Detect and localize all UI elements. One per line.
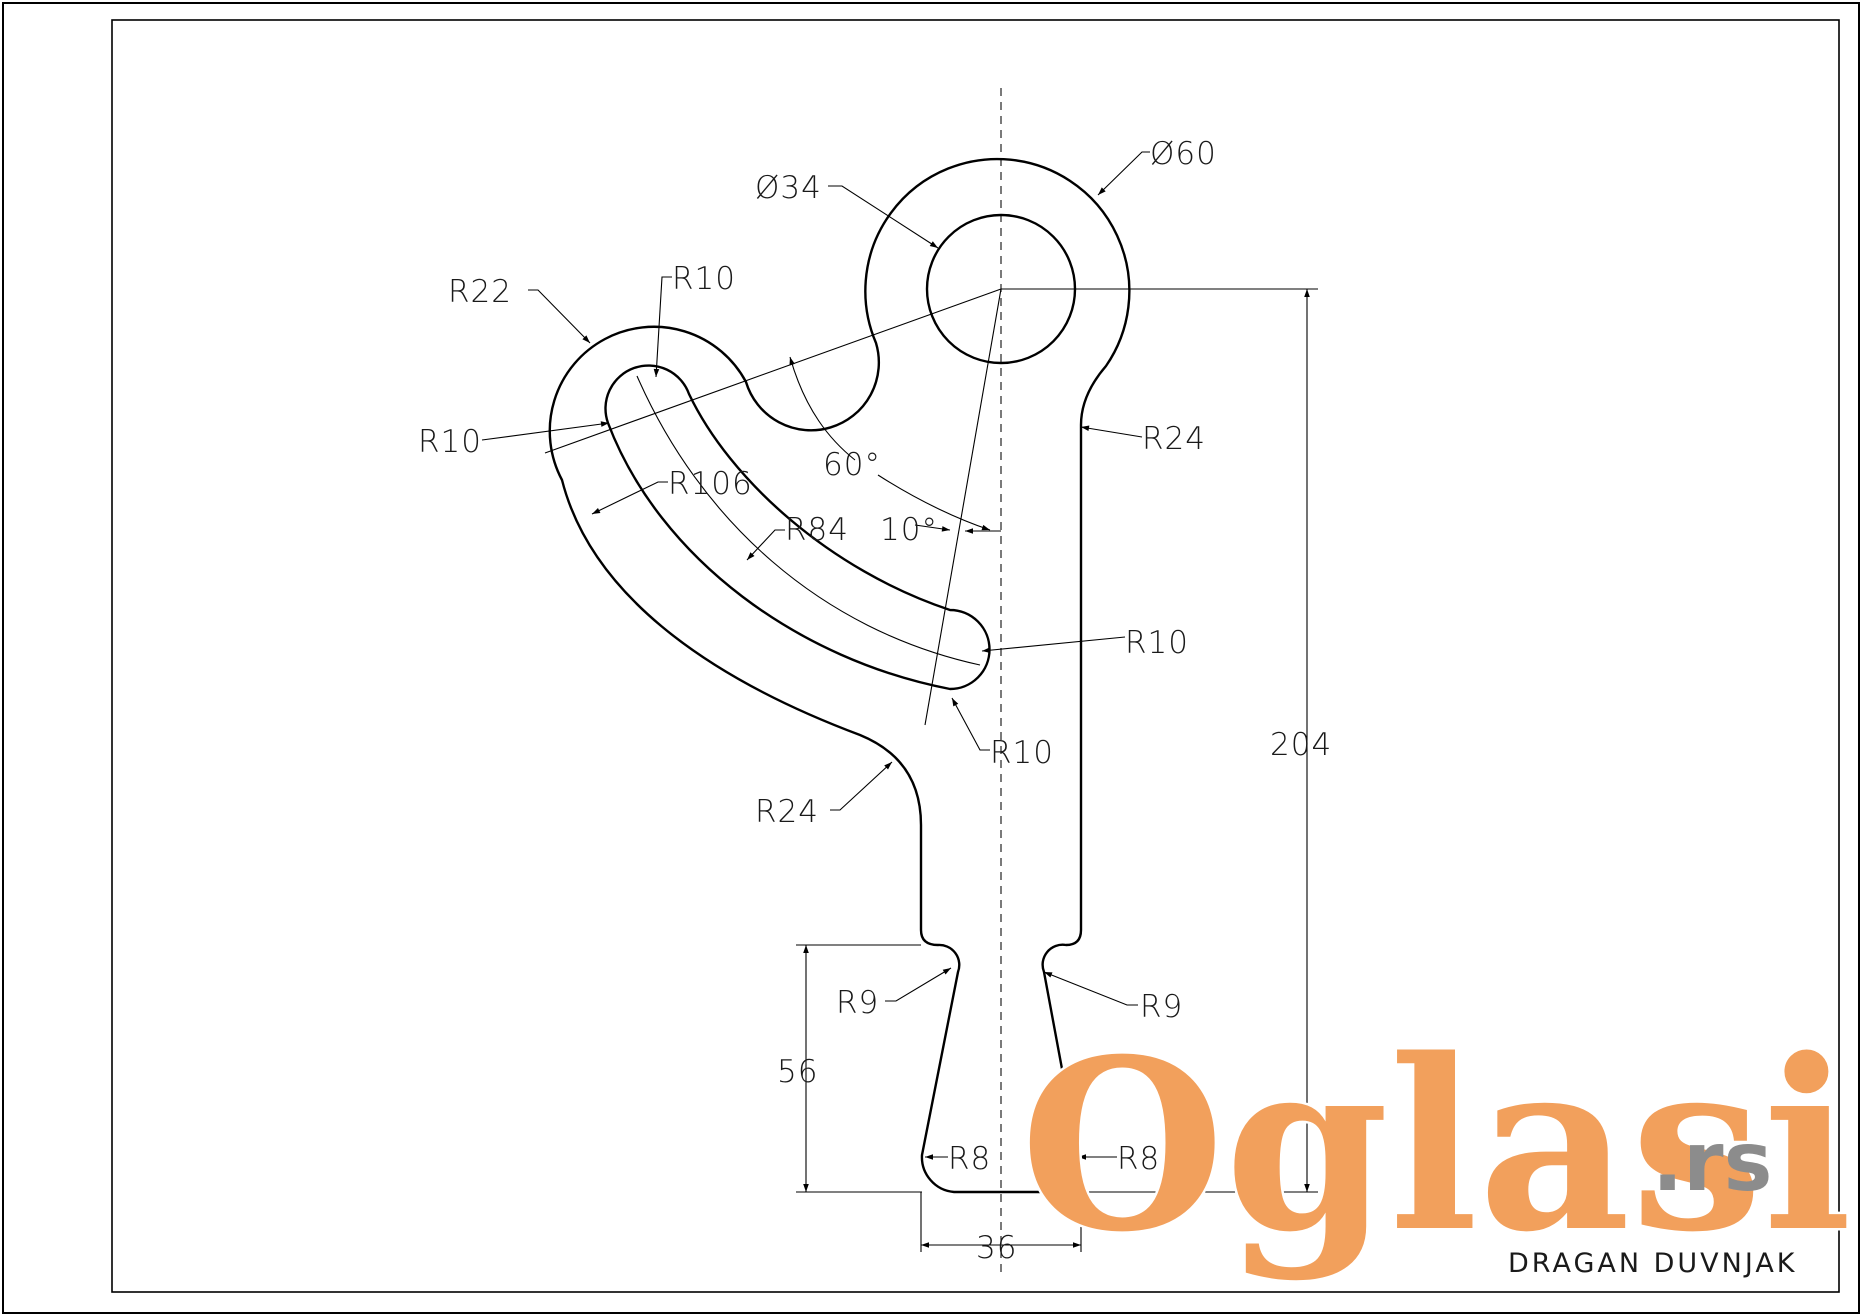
curved-slot [604,364,991,691]
leader-r84 [746,529,785,561]
leader-r24-left [830,761,893,811]
angle-10-arrow-left [914,524,951,532]
leader-r10-right [981,636,1126,654]
part-outline [548,157,1131,1194]
watermark-tld: .rs [1652,1115,1772,1210]
dim-text-r84: R84 [785,512,849,548]
leader-r24-right [1080,425,1143,438]
leader-dia60 [1097,151,1150,196]
dim-text-angle10: 10° [880,512,938,548]
leader-r22 [528,289,591,344]
dim-text-dia34: Ø34 [755,170,822,206]
dim-text-r10-right: R10 [1125,625,1189,661]
construction-line-60 [544,288,1002,454]
angle-arc-60 [789,356,856,461]
leader-r106 [591,481,668,515]
dim-text-r8-left: R8 [948,1141,991,1177]
leader-r10-bottom [951,697,990,751]
sheet-inner-border [111,19,1840,1293]
angle-arc-10 [877,474,991,531]
author-name: DRAGAN DUVNJAK [1508,1248,1798,1279]
watermark-brand: Oglasi [1020,1008,1852,1284]
leader-r10-top [653,276,672,378]
leader-r9-left [885,967,952,1002]
watermark-logo: Oglasi .rs [1018,1006,1855,1287]
dim-text-r10-top: R10 [672,261,736,297]
dim-text-r106: R106 [668,466,753,502]
dim-text-angle60: 60° [823,447,881,483]
dim-text-r24-left: R24 [755,794,819,830]
dim-text-r22: R22 [448,274,512,310]
dim-text-r10-bottom: R10 [990,735,1054,771]
dim-text-36: 36 [976,1230,1017,1266]
dim-text-r9-left: R9 [836,985,879,1021]
dim-text-r8-right: R8 [1117,1141,1160,1177]
dim-text-56: 56 [777,1054,818,1090]
leader-dia34 [828,185,939,249]
dim-text-dia60: Ø60 [1150,136,1217,172]
dim-text-r10-left: R10 [418,424,482,460]
construction-line-10 [924,288,1002,726]
leader-r10-left [481,421,610,441]
dim-text-r9-right: R9 [1140,989,1183,1025]
dim-text-204: 204 [1270,727,1332,763]
dim-text-r24-right: R24 [1142,421,1206,457]
arc-r106-centerline [636,375,981,666]
leader-r9-right [1043,971,1138,1006]
